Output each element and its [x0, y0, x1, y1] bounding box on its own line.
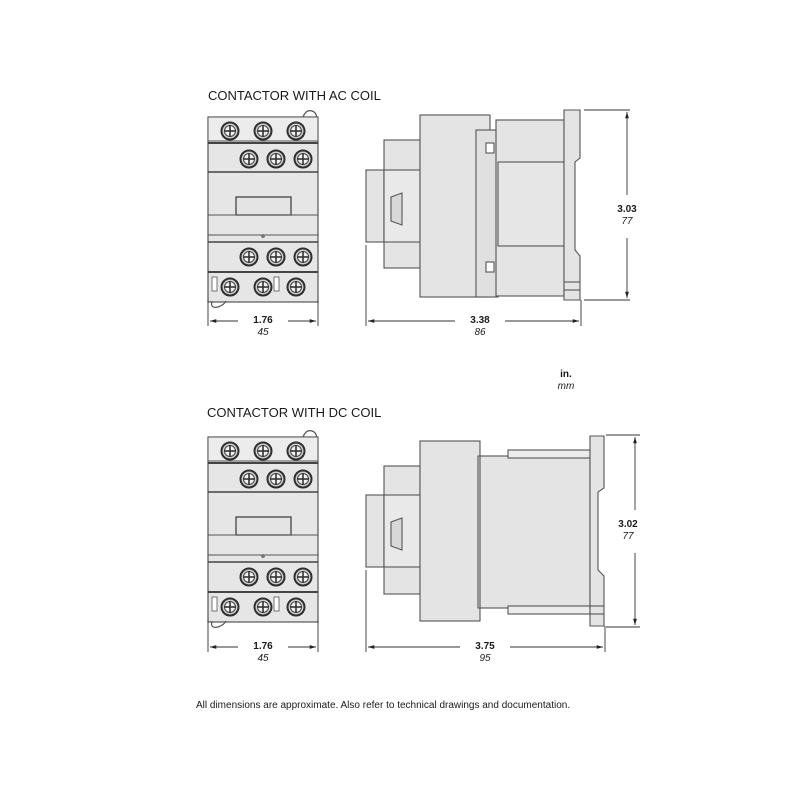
dc-width-dimension: 1.76 45	[233, 641, 293, 665]
dc-depth-in: 3.75	[475, 641, 495, 652]
ac-depth-mm: 86	[474, 327, 486, 338]
unit-legend: in. mm	[546, 369, 586, 393]
dc-width-in: 1.76	[253, 641, 273, 652]
unit-primary: in.	[560, 369, 572, 380]
ac-depth-dimension: 3.38 86	[450, 315, 510, 339]
ac-front-view	[208, 111, 318, 308]
dc-section-title: CONTACTOR WITH DC COIL	[207, 405, 382, 420]
unit-secondary: mm	[557, 381, 575, 392]
ac-width-in: 1.76	[253, 315, 273, 326]
ac-height-mm: 77	[621, 216, 633, 227]
ac-side-view	[365, 109, 581, 301]
dc-height-dimension: 3.02 77	[598, 519, 658, 543]
ac-height-in: 3.03	[617, 204, 637, 215]
ac-height-dimension: 3.03 77	[597, 204, 657, 228]
dc-depth-dimension: 3.75 95	[455, 641, 515, 665]
ac-width-mm: 45	[257, 327, 269, 338]
dimension-lines	[207, 109, 640, 652]
dc-front-view	[208, 431, 318, 628]
dc-height-mm: 77	[622, 531, 634, 542]
dc-height-in: 3.02	[618, 519, 638, 530]
dc-width-mm: 45	[257, 653, 269, 664]
dc-depth-mm: 95	[479, 653, 491, 664]
dc-side-view	[365, 435, 605, 627]
footnote: All dimensions are approximate. Also ref…	[196, 700, 571, 711]
ac-width-dimension: 1.76 45	[233, 315, 293, 339]
ac-depth-in: 3.38	[470, 315, 490, 326]
ac-section-title: CONTACTOR WITH AC COIL	[208, 88, 381, 103]
